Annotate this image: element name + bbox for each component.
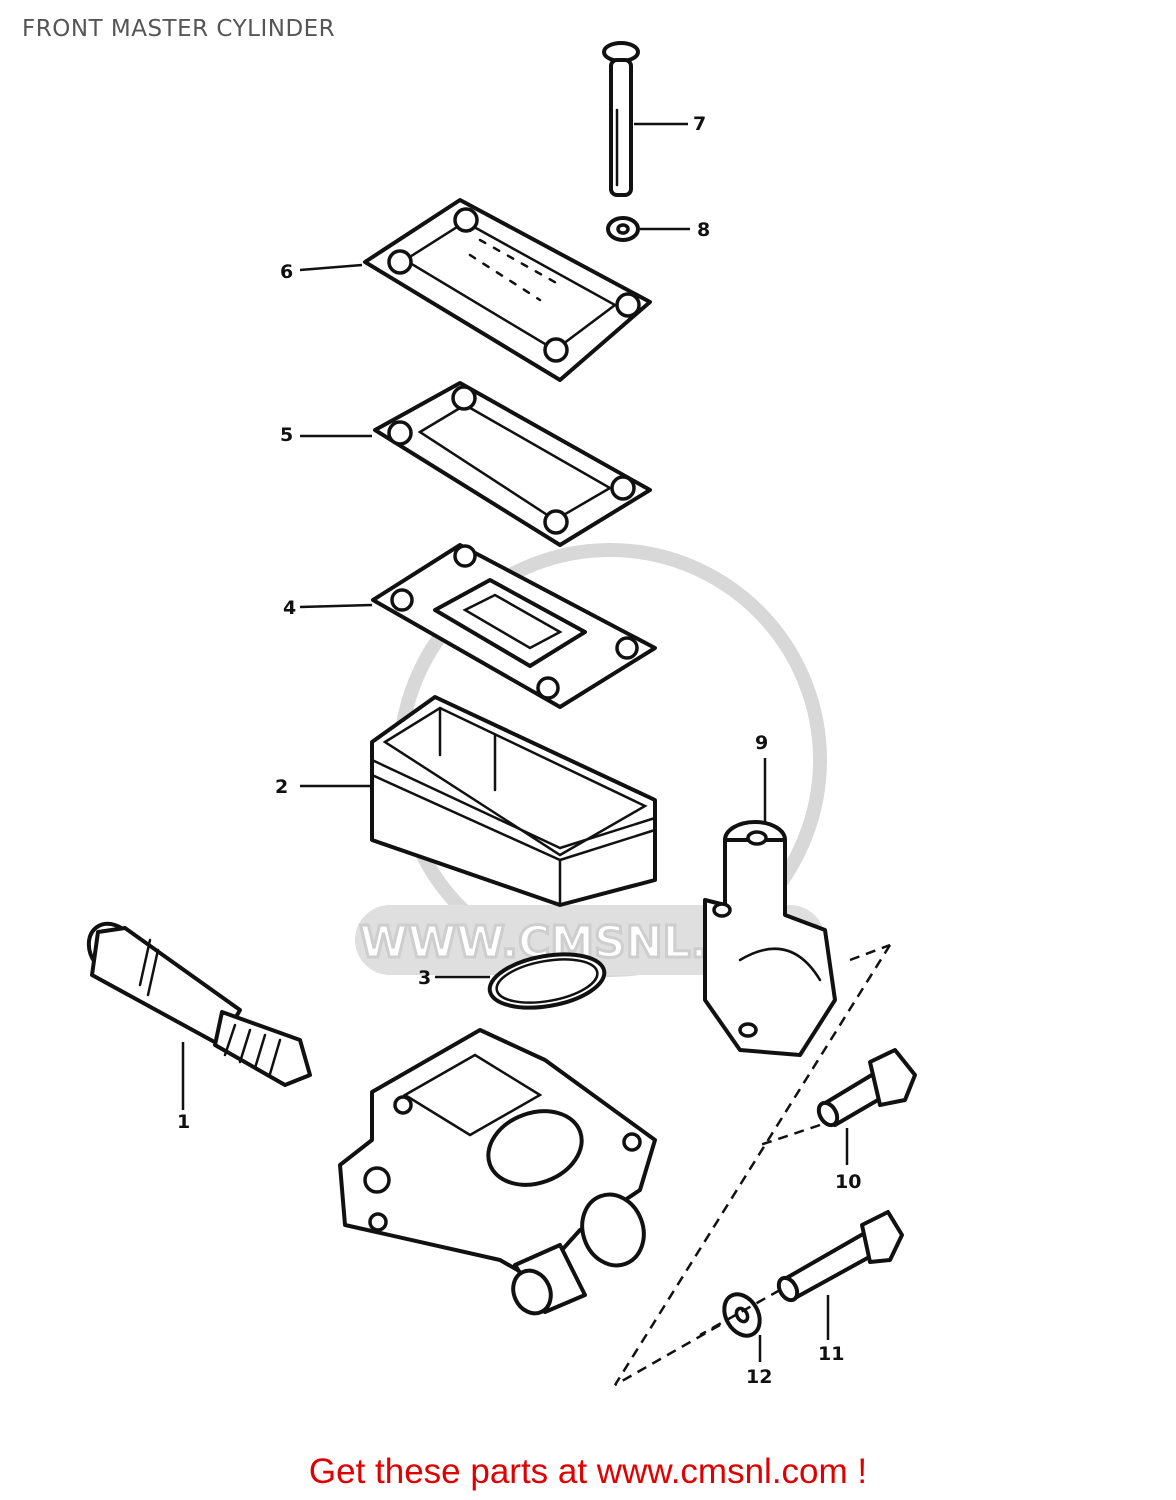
- callout-9: 9: [755, 732, 768, 754]
- callout-8: 8: [697, 219, 710, 241]
- callout-5: 5: [280, 424, 293, 446]
- part-2-reservoir[interactable]: [370, 695, 657, 907]
- callout-4: 4: [283, 597, 296, 619]
- callout-7: 7: [693, 113, 706, 135]
- callout-12: 12: [746, 1366, 772, 1388]
- part-11-bolt[interactable]: [775, 1210, 904, 1303]
- callout-numbers: 1 2 3 4 5 6 7 8 9 10 11 12: [177, 113, 861, 1388]
- part-10-bolt[interactable]: [815, 1048, 917, 1128]
- callout-10: 10: [835, 1171, 861, 1193]
- part-9-clamp[interactable]: [703, 820, 837, 1057]
- part-3-o-ring[interactable]: [486, 946, 609, 1015]
- leader-lines: [181, 122, 849, 1362]
- part-7-screw[interactable]: [602, 41, 640, 197]
- part-12-washer[interactable]: [717, 1288, 767, 1342]
- part-8-washer[interactable]: [606, 216, 640, 242]
- part-1-piston[interactable]: [79, 914, 312, 1087]
- callout-6: 6: [280, 261, 293, 283]
- footer-link-text[interactable]: Get these parts at www.cmsnl.com !: [308, 1452, 868, 1491]
- callout-11: 11: [818, 1343, 844, 1365]
- callout-1: 1: [177, 1111, 190, 1133]
- part-4-diaphragm[interactable]: [371, 543, 657, 709]
- master-cylinder-body[interactable]: [338, 1028, 657, 1320]
- callout-3: 3: [418, 967, 431, 989]
- part-5-plate[interactable]: [373, 381, 652, 547]
- part-6-cap[interactable]: [363, 198, 652, 382]
- page-title: FRONT MASTER CYLINDER: [22, 16, 336, 42]
- assembly-lines: [613, 943, 892, 1387]
- callout-2: 2: [275, 776, 288, 798]
